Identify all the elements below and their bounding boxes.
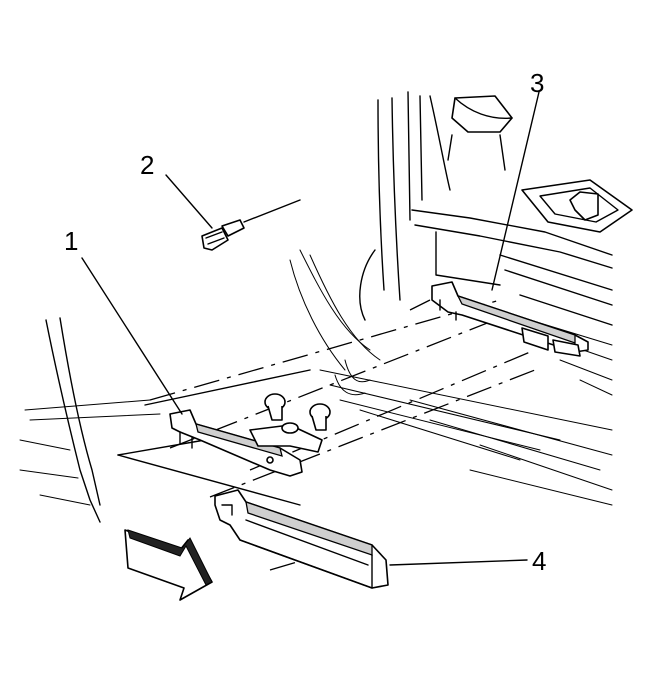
- callout-leader-lines: [81, 91, 540, 566]
- upper-seat-track-rail: [431, 281, 589, 357]
- callout-4: 4: [532, 546, 546, 576]
- vehicle-body-background: [19, 91, 633, 523]
- front-direction-arrow-icon: [124, 529, 213, 601]
- callout-2: 2: [140, 150, 154, 180]
- bolt-part: [201, 199, 301, 251]
- callout-3: 3: [530, 68, 544, 98]
- callout-1: 1: [64, 226, 78, 256]
- floor-bracket-part: [169, 393, 331, 477]
- lower-seat-track-rail: [214, 489, 389, 589]
